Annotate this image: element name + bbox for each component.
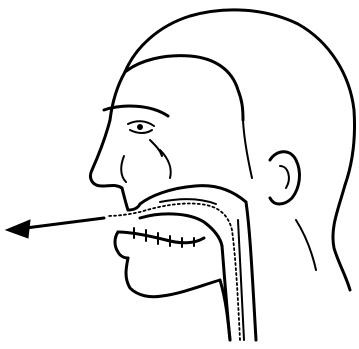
eye-lower-lid [130,130,152,133]
nose-bridge [92,120,110,170]
pupil [137,124,143,130]
exhale-arrow [6,218,104,238]
arrow-head-icon [6,220,30,238]
upper-lip-edge [128,204,140,210]
eyebrow [104,106,168,116]
chin [126,258,220,297]
upper-lip [122,188,128,210]
ear-outline [270,152,299,204]
forehead-outline [110,72,125,120]
lower-teeth [118,232,204,243]
eye-crease [150,140,162,156]
lower-lip [115,232,128,258]
nostril [121,156,126,182]
pharynx-back [246,202,256,340]
ear-inner [280,166,289,188]
nose-tip [90,170,122,188]
trachea-line [238,220,244,340]
palate-outline [140,186,246,204]
neck-back [333,185,350,290]
sideburn [243,120,252,178]
hairline [125,56,243,120]
neck-muscle [296,220,316,270]
